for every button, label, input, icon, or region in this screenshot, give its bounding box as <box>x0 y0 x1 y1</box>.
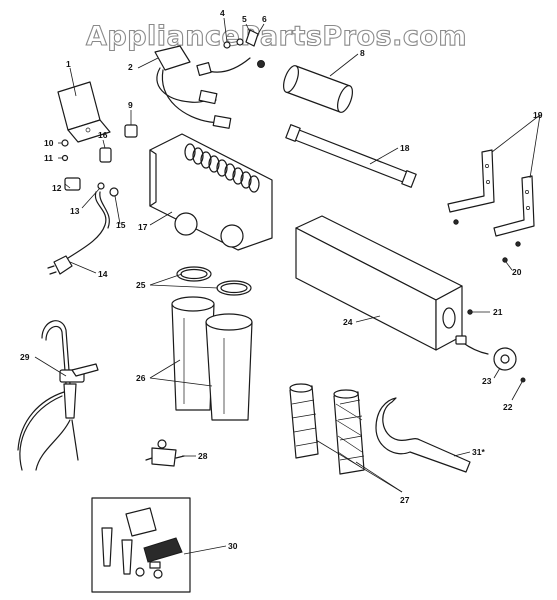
part-25-o-rings <box>176 266 252 296</box>
callout-31: 31* <box>472 447 485 457</box>
callout-10: 10 <box>44 138 54 148</box>
part-21-screw <box>467 309 473 315</box>
part-2-transformer <box>154 45 232 129</box>
watermark: AppliancePartsPros.com <box>86 21 467 52</box>
leader-lines <box>34 17 541 555</box>
callout-8: 8 <box>360 48 365 58</box>
part-13-terminal <box>97 182 105 190</box>
part-23-lamp-socket <box>455 335 517 371</box>
part-16-connector <box>99 147 112 163</box>
callout-9: 9 <box>128 100 133 110</box>
callout-numbers: 1 2 4 5 6 8 9 10 11 16 12 13 15 14 17 18… <box>20 8 543 551</box>
part-1-bracket <box>57 81 111 143</box>
callout-29: 29 <box>20 352 30 362</box>
part-30-kit-box <box>91 497 191 593</box>
callout-14: 14 <box>98 269 108 279</box>
callout-19: 19 <box>533 110 543 120</box>
part-22-screw <box>520 377 526 383</box>
part-24-housing-box <box>295 215 463 351</box>
callout-30: 30 <box>228 541 238 551</box>
part-15-grommet <box>109 187 119 197</box>
callout-22: 22 <box>503 402 513 412</box>
callout-17: 17 <box>138 222 148 232</box>
part-9-clip <box>124 124 138 138</box>
callout-16: 16 <box>98 130 108 140</box>
part-18-lamp <box>285 124 417 188</box>
callout-13: 13 <box>70 206 80 216</box>
part-5-harness <box>196 29 265 76</box>
callout-24: 24 <box>343 317 353 327</box>
callout-5: 5 <box>242 14 247 24</box>
callout-27: 27 <box>400 495 410 505</box>
callout-6: 6 <box>262 14 267 24</box>
part-27-filter-cartridges <box>289 383 365 475</box>
callout-21: 21 <box>493 307 503 317</box>
callout-23: 23 <box>482 376 492 386</box>
callout-28: 28 <box>198 451 208 461</box>
part-29-faucet <box>17 320 99 471</box>
coil <box>184 143 260 193</box>
callout-4: 4 <box>220 8 225 18</box>
callout-18: 18 <box>400 143 410 153</box>
callout-11: 11 <box>44 153 53 163</box>
part-19-brackets <box>447 149 535 237</box>
callout-1: 1 <box>66 59 71 69</box>
part-11-nut <box>61 154 69 162</box>
part-8-cylinder <box>283 65 353 113</box>
part-14-power-cord <box>47 191 110 275</box>
part-28-valve <box>145 439 185 467</box>
part-17-mounting-plate <box>149 133 273 251</box>
callout-15: 15 <box>116 220 126 230</box>
callout-20: 20 <box>512 267 522 277</box>
callout-2: 2 <box>128 62 133 72</box>
part-20-screws <box>453 219 521 263</box>
callout-25: 25 <box>136 280 146 290</box>
callout-26: 26 <box>136 373 146 383</box>
part-31-wrench <box>375 397 471 473</box>
part-10-screw <box>61 139 69 147</box>
part-26-filter-housings <box>171 296 253 421</box>
callout-12: 12 <box>52 183 62 193</box>
part-12-switch <box>64 177 81 191</box>
